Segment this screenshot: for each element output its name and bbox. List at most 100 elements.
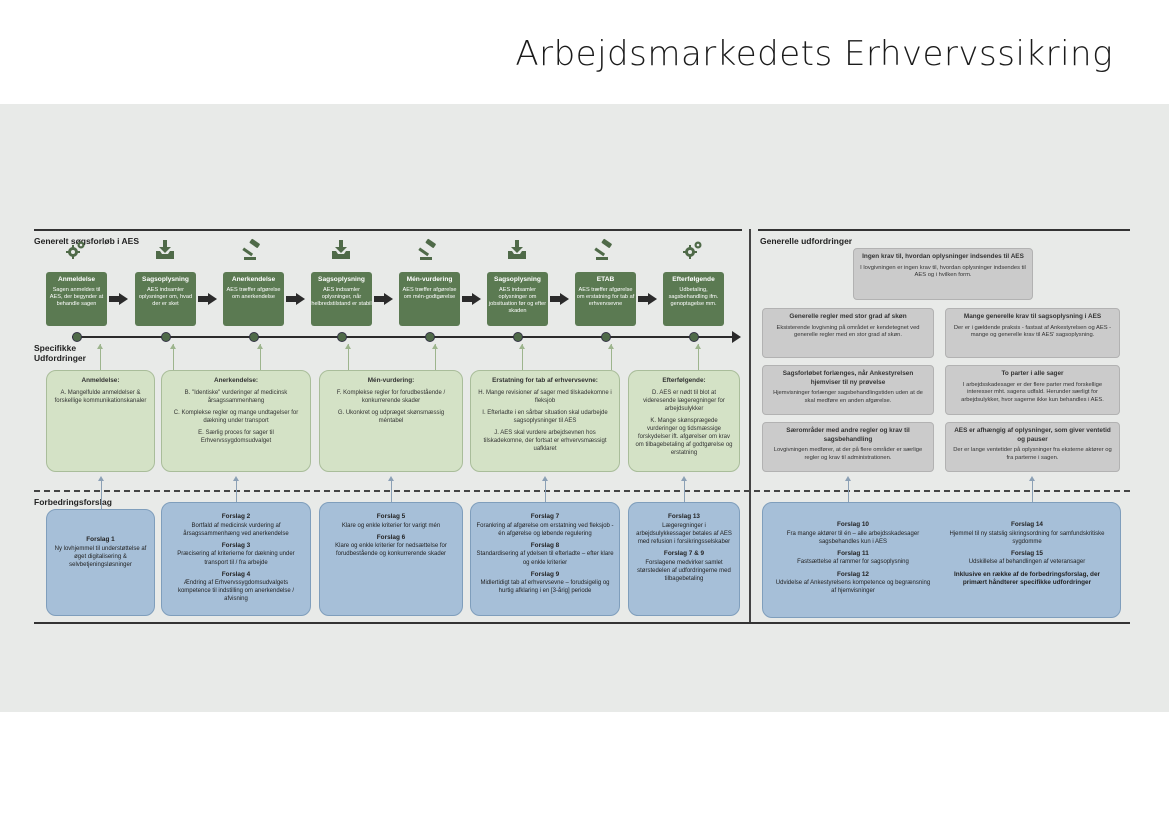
proposal-connector bbox=[100, 478, 102, 509]
timeline-dot bbox=[689, 332, 699, 342]
step-title: Anerkendelse bbox=[231, 276, 276, 283]
proposal-heading: Forslag 4 bbox=[221, 570, 251, 578]
column-divider bbox=[749, 229, 751, 624]
timeline-dot bbox=[72, 332, 82, 342]
specific-item: G. Ukonkret og udpræget skønsmæssig mént… bbox=[337, 409, 445, 424]
proposal-connector bbox=[391, 478, 392, 502]
specific-title: Anmeldelse: bbox=[81, 377, 120, 384]
proposal-heading: Forslag 9 bbox=[530, 570, 560, 578]
general-text: I lovgivningen er ingen krav til, hvorda… bbox=[860, 264, 1026, 279]
general-arrow bbox=[1029, 476, 1035, 481]
step-arrow-head bbox=[472, 293, 481, 305]
dot-connector bbox=[100, 344, 101, 370]
general-connector bbox=[848, 478, 849, 502]
proposal-arrow bbox=[542, 476, 548, 481]
proposal-text: Klare og enkle kriterier for varigt mén bbox=[341, 522, 441, 529]
proposal-box: Forslag 1 Ny lovhjemmel til understøttels… bbox=[46, 509, 155, 616]
timeline-line bbox=[72, 336, 732, 338]
general-connector bbox=[1032, 478, 1033, 502]
dot-connector bbox=[522, 344, 523, 370]
specific-item: H. Mange revisioner af sager med tilskad… bbox=[478, 389, 612, 404]
specific-challenge-box: Efterfølgende:D. AES er nødt til blot at… bbox=[628, 370, 740, 472]
section-forbedring: Forbedringsforslag bbox=[34, 497, 112, 507]
proposal-box: Forslag 5 Klare og enkle kriterier for va… bbox=[319, 502, 463, 616]
proposal-text: Standardisering af ydelsen til efterladt… bbox=[476, 551, 614, 566]
proposal-text: Præcisering af kriterierne for dækning u… bbox=[177, 551, 295, 566]
specific-item: K. Mange skønsprægede vurderinger og tid… bbox=[635, 417, 733, 457]
proposal-heading: Forslag 11 bbox=[837, 549, 869, 557]
general-challenge-box: Sagsforløbet forlænges, når Ankestyrelse… bbox=[762, 365, 934, 415]
proposal-heading: Forslag 14 bbox=[1011, 521, 1043, 528]
step-arrow-head bbox=[648, 293, 657, 305]
step-text: AES indsamler oplysninger om, hvad der e… bbox=[138, 286, 193, 308]
gavel-icon bbox=[417, 238, 441, 262]
proposal-connector bbox=[684, 478, 685, 502]
specific-title: Erstatning for tab af erhvervsevne: bbox=[492, 377, 598, 384]
step-text: AES indsamler oplysninger om jobsituatio… bbox=[488, 286, 547, 315]
step-text: AES træffer afgørelse om mén-godtgørelse bbox=[402, 286, 457, 300]
gavel-icon bbox=[593, 238, 617, 262]
timeline-dot bbox=[601, 332, 611, 342]
dot-connector bbox=[435, 344, 436, 370]
step-arrow-head bbox=[208, 293, 217, 305]
gear-icon bbox=[681, 238, 705, 262]
proposal-heading: Forslag 7 & 9 bbox=[663, 549, 705, 557]
specific-item: J. AES skal vurdere arbejdsevnen hos til… bbox=[483, 430, 607, 453]
step-arrow-head bbox=[296, 293, 305, 305]
connector-arrow bbox=[345, 344, 351, 349]
connector-arrow bbox=[608, 344, 614, 349]
section-generelt: Generelt søgsforløb i AES bbox=[34, 236, 140, 246]
general-title: Generelle regler med stor grad af skøn bbox=[789, 313, 907, 320]
proposal-arrow bbox=[97, 476, 104, 481]
proposal-text: Fastsættelse af rammer for sagsoplysning bbox=[797, 559, 909, 566]
general-title: Ingen krav til, hvordan oplysninger inds… bbox=[862, 253, 1024, 260]
proposal-text: Ændring af Erhvervssygdomsudvalgets komp… bbox=[177, 580, 295, 603]
proposal-text: Hjemmel til ny statslig sikringsordning … bbox=[949, 530, 1105, 545]
proposal-heading: Forslag 15 bbox=[1011, 549, 1043, 557]
gavel-icon bbox=[241, 238, 265, 262]
step-arrow-shaft bbox=[550, 296, 560, 302]
proposal-text: Udvidelse af Ankestyrelsens kompetence o… bbox=[775, 580, 931, 595]
proposal-heading: Forslag 7 bbox=[530, 513, 560, 520]
step-title: Efterfølgende bbox=[672, 276, 715, 283]
general-title: Særområder med andre regler og krav til … bbox=[786, 427, 910, 443]
connector-arrow bbox=[695, 344, 701, 349]
dot-connector bbox=[698, 344, 699, 370]
connector-arrow bbox=[257, 344, 263, 349]
section-specifikke: Specifikke Udfordringer bbox=[34, 343, 86, 364]
specific-item: A. Mangelfulde anmeldelser & forskellige… bbox=[54, 389, 147, 404]
connector-arrow bbox=[170, 344, 176, 349]
general-proposals-right: Forslag 14 Hjemmel til ny statslig sikrin… bbox=[943, 521, 1111, 588]
proposal-connector bbox=[236, 478, 237, 502]
specific-item: E. Særlig proces for sager til Erhvervss… bbox=[198, 430, 274, 445]
proposal-heading: Forslag 2 bbox=[221, 513, 251, 520]
step-arrow-head bbox=[560, 293, 569, 305]
proposal-arrow bbox=[233, 476, 239, 481]
proposal-text: Lægeregninger i arbejdsulykkessager beta… bbox=[636, 522, 732, 545]
step-text: AES træffer afgørelse om anerkendelse bbox=[226, 286, 281, 300]
page-title: Arbejdsmarkedets Erhvervssikring bbox=[515, 34, 1113, 74]
proposal-heading: Forslag 6 bbox=[376, 533, 406, 541]
proposal-heading: Forslag 5 bbox=[376, 513, 406, 520]
proposal-text: Forslagene medvirker samlet størstedelen… bbox=[637, 559, 731, 582]
bottom-divider bbox=[34, 622, 1130, 624]
proposal-heading: Forslag 1 bbox=[86, 536, 115, 543]
step-arrow-shaft bbox=[198, 296, 208, 302]
section-generelle: Generelle udfordringer bbox=[760, 236, 853, 246]
general-text: Lovgivningen medfører, at der på flere o… bbox=[773, 447, 923, 462]
step-text: AES indsamler oplysninger, når helbredst… bbox=[311, 286, 372, 308]
step-text: Udbetaling, sagsbehandling ifm. genoptag… bbox=[668, 286, 719, 308]
proposal-arrow bbox=[681, 476, 687, 481]
specific-title: Efterfølgende: bbox=[662, 377, 706, 384]
specific-item: C. Komplekse regler og mange undtagelser… bbox=[173, 409, 299, 424]
dot-connector bbox=[173, 344, 174, 370]
step-title: Sagsoplysning bbox=[494, 276, 541, 283]
connector-arrow bbox=[97, 344, 103, 349]
specific-challenge-box: Mén-vurdering:F. Komplekse regler for fo… bbox=[319, 370, 463, 472]
general-text: Der er lange ventetider på oplysninger f… bbox=[953, 447, 1112, 462]
proposal-text: Ny lovhjemmel til understøttelse af øget… bbox=[54, 545, 147, 568]
